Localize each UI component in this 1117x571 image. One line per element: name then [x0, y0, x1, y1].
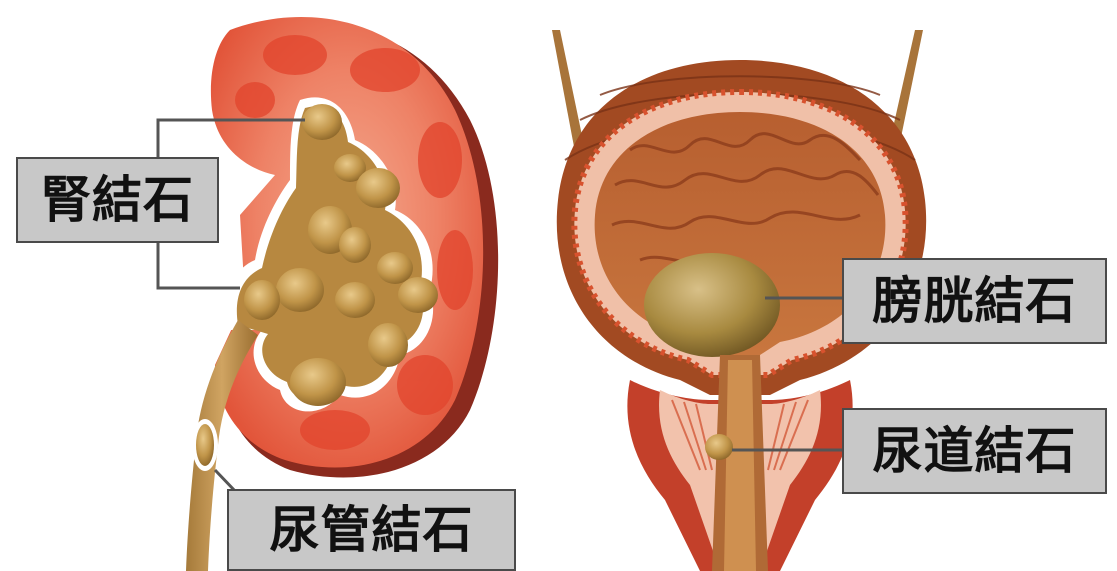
- bladder-stone-label: 膀胱結石: [842, 258, 1107, 344]
- bladder-stone: [644, 253, 780, 357]
- urethra: [627, 355, 852, 571]
- ureter-stone-label: 尿管結石: [227, 489, 516, 571]
- kidney-stone-label: 腎結石: [16, 157, 219, 243]
- ureter-stone: [192, 419, 218, 471]
- urethra-stone: [705, 434, 733, 460]
- urethra-stone-label: 尿道結石: [842, 408, 1107, 494]
